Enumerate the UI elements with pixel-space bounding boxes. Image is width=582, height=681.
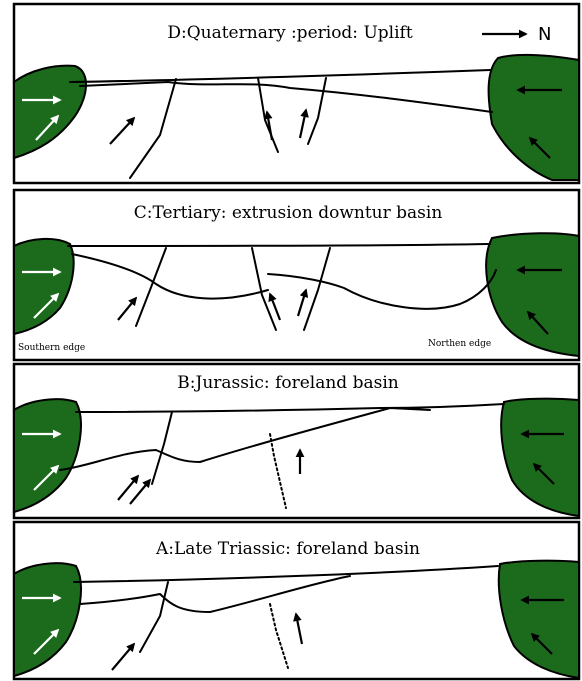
top-surface-d — [70, 70, 490, 82]
panel-c-title: C:Tertiary: extrusion downtur basin — [134, 203, 443, 223]
push-arrow-icon — [296, 614, 302, 644]
top-surface-c — [68, 244, 490, 246]
northern-edge-label: Northen edge — [428, 339, 491, 349]
panel-a: A:Late Triassic: foreland basin — [14, 522, 579, 679]
fault-3-d — [308, 78, 326, 144]
push-arrow-icon — [300, 110, 306, 138]
panel-c: C:Tertiary: extrusion downtur basin Sout… — [14, 190, 579, 360]
fault-1-b — [152, 412, 172, 484]
fault-2-c — [252, 248, 276, 330]
panel-d: D:Quaternary :period: Uplift N — [14, 4, 579, 183]
top-surface-a — [74, 566, 498, 582]
northern-block-d — [489, 55, 579, 180]
dotted-fault-b — [270, 434, 286, 508]
dotted-fault-a — [270, 604, 288, 668]
push-arrow-icon — [110, 118, 134, 144]
southern-block-b — [14, 399, 81, 512]
panel-b: B:Jurassic: foreland basin — [14, 364, 579, 518]
push-arrow-icon — [112, 644, 134, 670]
push-arrow-icon — [118, 298, 136, 320]
fault-1-d — [130, 79, 176, 178]
southern-block-d — [14, 66, 86, 158]
panel-b-title: B:Jurassic: foreland basin — [177, 373, 398, 393]
basin-base-b — [60, 408, 430, 470]
basin-base-1-c — [72, 254, 268, 299]
southern-edge-label: Southern edge — [18, 343, 85, 353]
top-surface-b — [76, 404, 504, 412]
northern-block-a — [499, 561, 579, 678]
push-arrow-icon — [298, 290, 306, 316]
panel-d-title: D:Quaternary :period: Uplift — [167, 23, 412, 43]
lower-horizon-d — [80, 82, 492, 112]
southern-block-c — [14, 239, 74, 334]
southern-block-a — [14, 563, 81, 676]
northern-block-c — [486, 233, 579, 356]
northern-block-b — [501, 399, 579, 516]
fault-1-a — [140, 582, 168, 652]
north-label: N — [538, 24, 551, 45]
panel-a-title: A:Late Triassic: foreland basin — [155, 539, 420, 559]
fault-3-c — [304, 248, 330, 330]
